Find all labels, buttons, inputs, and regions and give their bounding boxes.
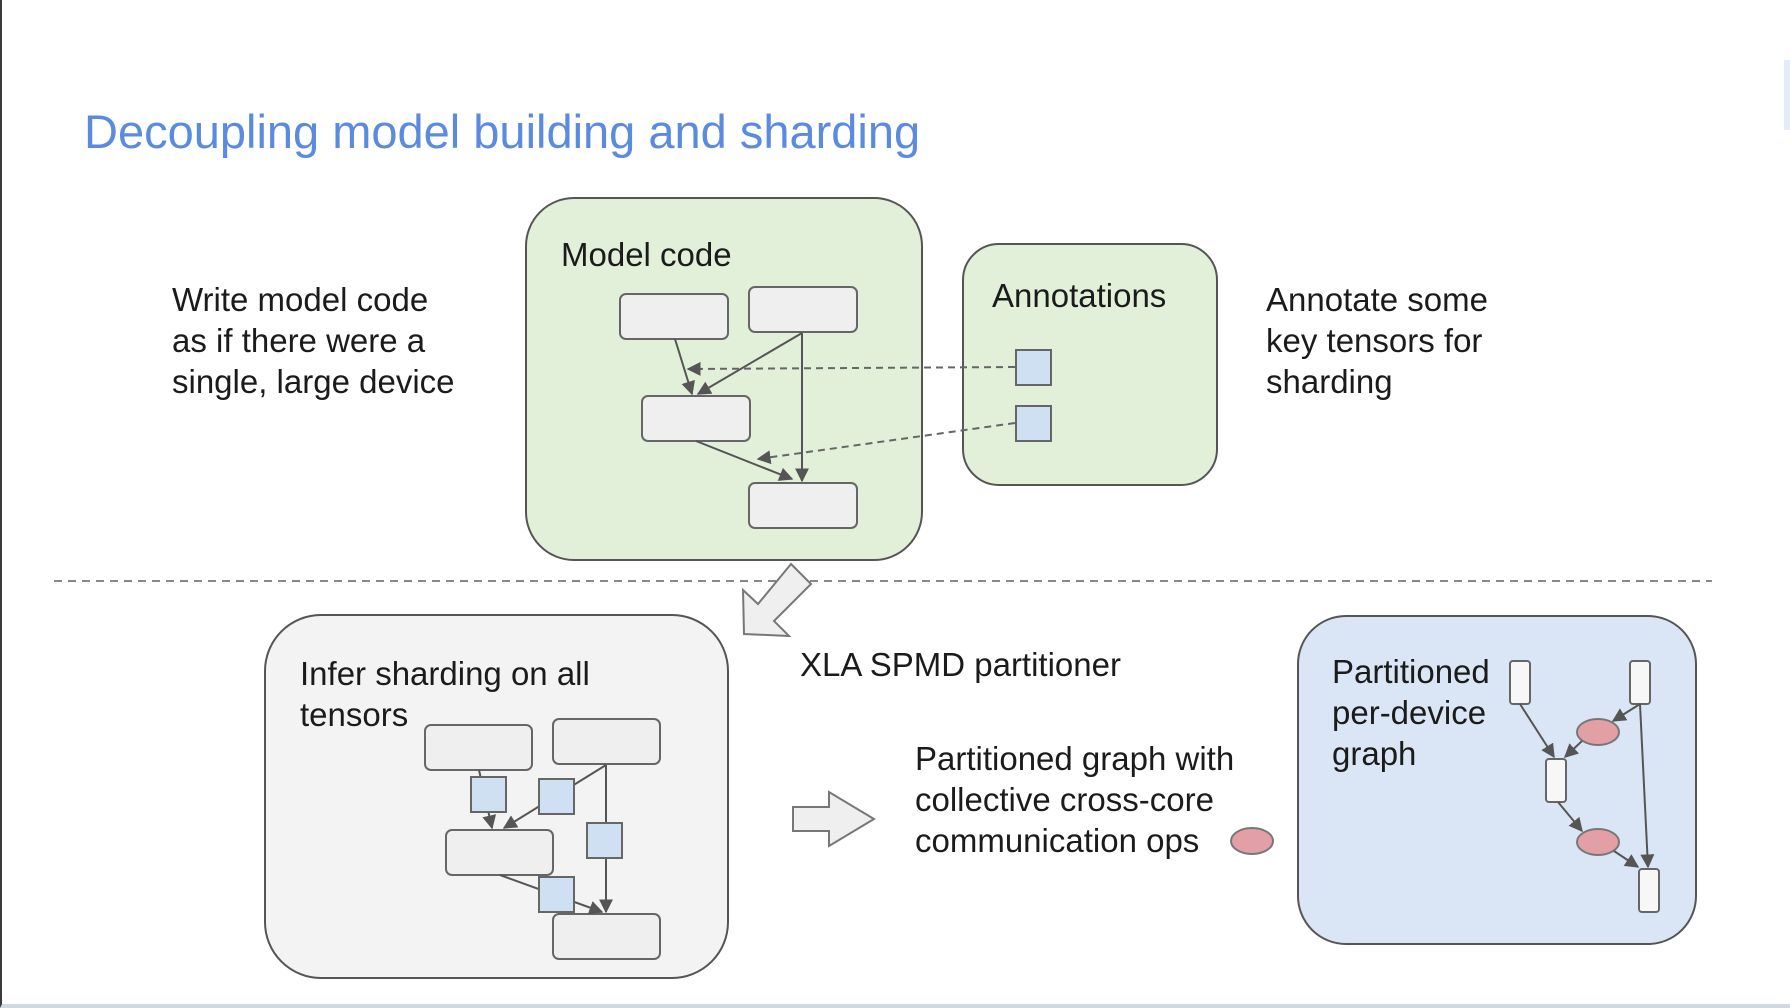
annotation-tensor-2 [1015,405,1052,442]
right-note: Annotate some key tensors for sharding [1266,281,1488,400]
right-arrow-icon [792,790,876,848]
infer-tensor-4 [538,876,575,913]
partitioner-label: XLA SPMD partitioner [800,646,1121,683]
infer-sharding-label: Infer sharding on all tensors [300,655,590,733]
infer-node-1 [424,724,533,771]
device-node-1 [1509,660,1531,705]
annotation-tensor-1 [1015,349,1052,386]
model-node-2 [748,286,858,333]
infer-tensor-3 [586,822,623,859]
infer-node-4 [552,913,661,960]
device-edge-3 [1563,740,1583,758]
collective-op-legend [1230,827,1274,855]
down-left-arrow-icon [741,562,813,638]
partitioned-graph-panel [1297,615,1697,945]
device-edge-6 [1639,703,1655,869]
device-edge-1 [1519,703,1555,759]
model-node-3 [641,395,751,442]
infer-tensor-2 [538,778,575,815]
left-note: Write model code as if there were a sing… [172,281,455,400]
model-code-label: Model code [561,236,732,273]
slide-title: Decoupling model building and sharding [84,105,921,158]
infer-tensor-1 [470,776,507,813]
infer-node-2 [552,718,661,765]
model-node-4 [748,482,858,529]
device-edge-4 [1557,801,1583,833]
model-node-1 [619,293,729,340]
device-node-4 [1638,868,1660,913]
graph-note: Partitioned graph with collective cross-… [915,740,1235,859]
collective-op-1 [1576,718,1620,746]
model-edge-3-4 [695,440,794,481]
device-edge-5 [1613,850,1640,868]
device-node-3 [1545,758,1567,803]
infer-node-3 [445,829,554,876]
annotation-link-2 [756,422,1016,465]
partitioned-graph-label: Partitioned per-device graph [1332,653,1490,772]
model-edge-1-3 [674,338,695,396]
device-edge-2 [1611,703,1641,722]
annotations-label: Annotations [992,277,1167,314]
model-edge-2-3 [696,332,803,395]
annotation-link-1 [686,361,1016,376]
device-node-2 [1629,660,1651,705]
collective-op-2 [1576,828,1620,856]
slide-edge [1784,60,1790,130]
